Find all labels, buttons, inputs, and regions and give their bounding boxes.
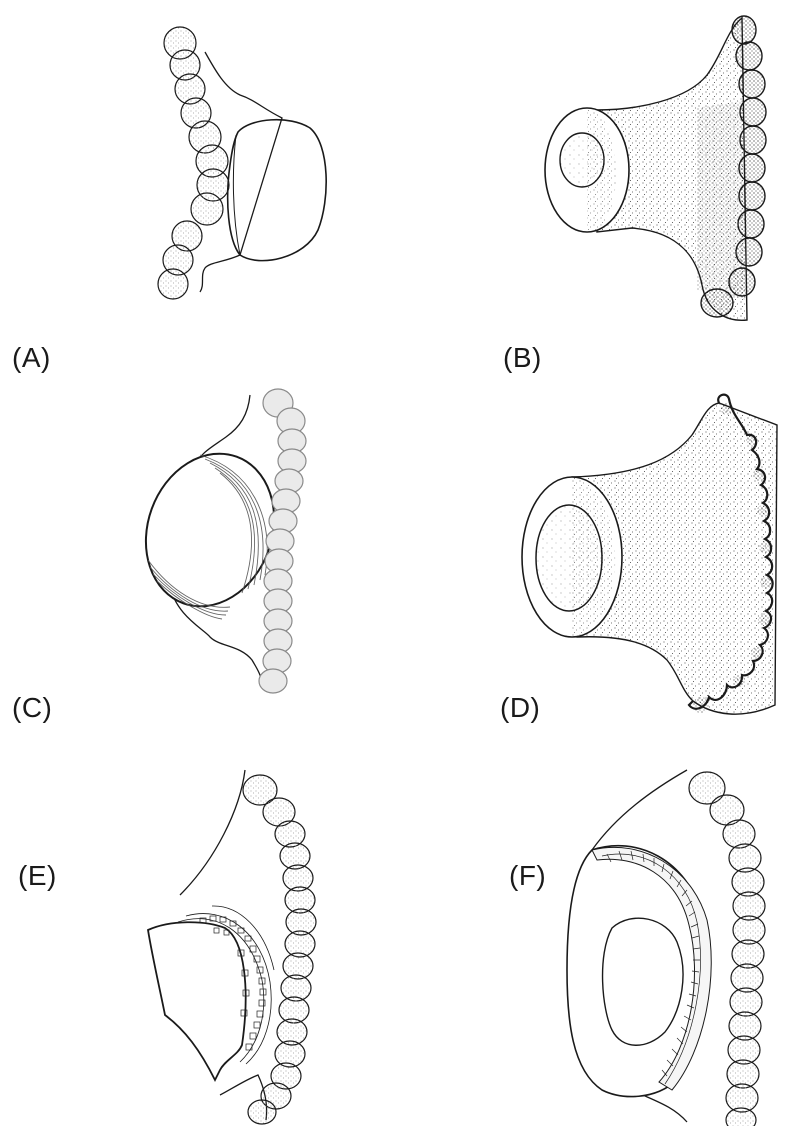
panel-c: (C) <box>0 375 397 750</box>
panel-b: (B) <box>397 0 794 375</box>
panel-a-drawing <box>0 0 397 375</box>
panel-a: (A) <box>0 0 397 375</box>
lens-vesicle <box>560 133 604 187</box>
epithelial-cell-column <box>158 27 229 299</box>
panel-label: (E) <box>18 860 57 892</box>
panel-label: (D) <box>500 692 540 724</box>
epithelial-cell-column <box>259 389 306 693</box>
epithelial-cell-column <box>243 775 316 1124</box>
panel-f: (F) <box>397 750 794 1125</box>
panel-f-drawing <box>397 750 794 1125</box>
lens-vesicle <box>536 505 602 611</box>
panel-label: (A) <box>12 342 51 374</box>
eye-primordium <box>228 120 327 261</box>
lens <box>148 922 246 1080</box>
panel-e: (E) <box>0 750 397 1125</box>
panel-label: (B) <box>503 342 542 374</box>
panel-d-drawing <box>397 375 794 750</box>
panel-e-drawing <box>0 750 397 1125</box>
panel-c-drawing <box>0 375 397 750</box>
panel-label: (C) <box>12 692 52 724</box>
panel-label: (F) <box>509 860 546 892</box>
panel-b-drawing <box>397 0 794 375</box>
panel-d: (D) <box>397 375 794 750</box>
